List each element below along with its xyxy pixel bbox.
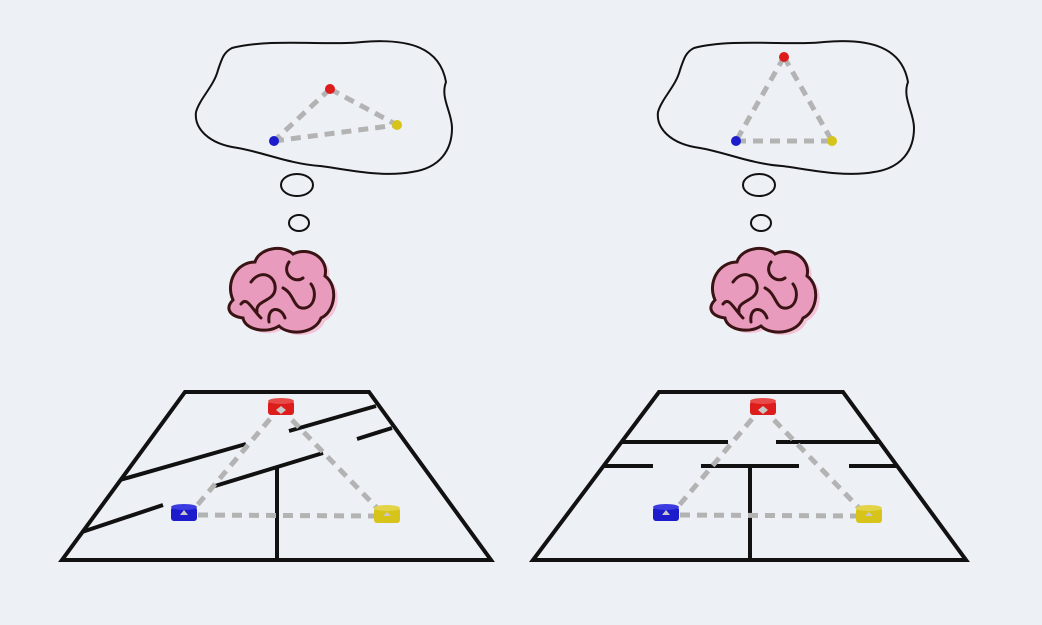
mental-map-left bbox=[269, 84, 402, 146]
wall bbox=[119, 442, 247, 482]
cylinder-marker-icon-red bbox=[750, 398, 776, 415]
mental-node-yellow bbox=[827, 136, 837, 146]
cylinder-marker-icon-yellow bbox=[374, 505, 400, 523]
mental-node-blue bbox=[731, 136, 741, 146]
thought-cloud-outline bbox=[194, 40, 454, 175]
route-edge bbox=[197, 512, 375, 519]
route-edge bbox=[192, 417, 272, 511]
wall bbox=[214, 451, 324, 488]
map-outline bbox=[529, 390, 970, 562]
wall bbox=[81, 503, 164, 534]
mental-edge bbox=[328, 86, 399, 128]
thought-bubble-icon bbox=[194, 40, 454, 232]
cylinder-marker-icon-blue bbox=[653, 504, 679, 521]
brain-icon bbox=[709, 246, 820, 336]
cylinder-marker-icon-yellow bbox=[856, 505, 882, 523]
cylinder-marker-icon-blue bbox=[171, 504, 197, 521]
floor-map-right bbox=[529, 390, 970, 562]
thought-dot-large bbox=[742, 173, 776, 197]
thought-cloud-outline bbox=[656, 40, 916, 175]
mental-node-red bbox=[779, 52, 789, 62]
brain-icon bbox=[227, 246, 338, 336]
mental-edge bbox=[272, 87, 332, 143]
mental-map-right bbox=[731, 52, 837, 146]
panel-right bbox=[529, 40, 970, 562]
mental-edge bbox=[781, 55, 835, 143]
floor-map-left bbox=[58, 390, 495, 562]
thought-bubble-icon bbox=[656, 40, 916, 232]
cylinder-marker-icon-red bbox=[268, 398, 294, 415]
route-edge bbox=[772, 418, 862, 511]
map-outline bbox=[58, 390, 495, 562]
mental-node-red bbox=[325, 84, 335, 94]
route-edge bbox=[290, 418, 380, 511]
route-edge bbox=[674, 417, 754, 511]
panel-left bbox=[58, 40, 495, 562]
mental-node-blue bbox=[269, 136, 279, 146]
thought-dot-small bbox=[288, 214, 310, 232]
mental-edge bbox=[273, 122, 398, 144]
mental-edge bbox=[733, 55, 787, 143]
route-edge bbox=[679, 512, 857, 519]
thought-dot-large bbox=[280, 173, 314, 197]
wall bbox=[288, 404, 377, 433]
mental-node-yellow bbox=[392, 120, 402, 130]
wall bbox=[356, 426, 393, 441]
thought-dot-small bbox=[750, 214, 772, 232]
